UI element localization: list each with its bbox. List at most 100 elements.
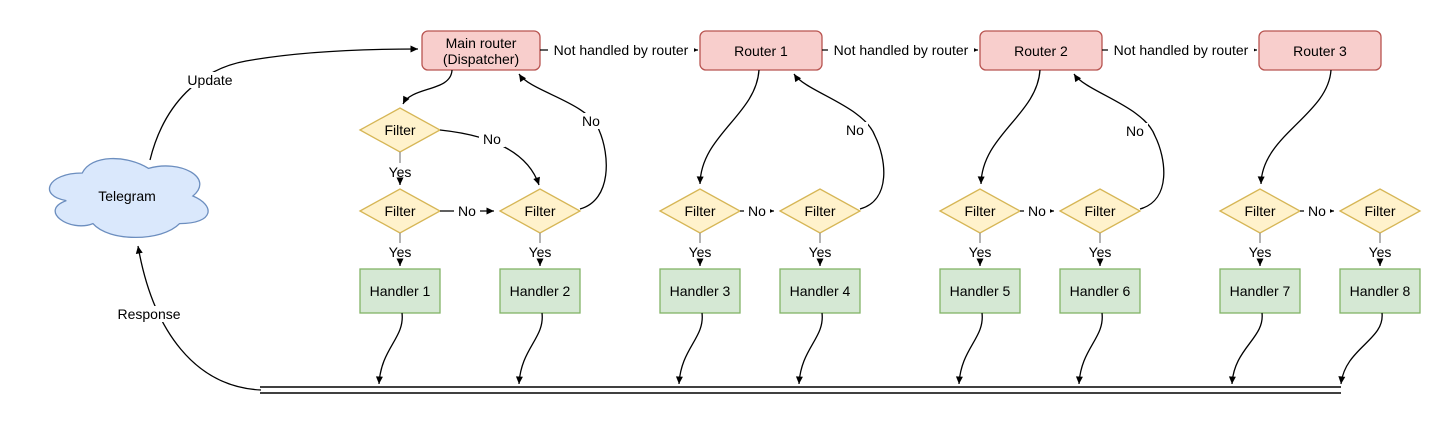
filter-label: Filter bbox=[384, 122, 415, 138]
response-label: Response bbox=[117, 306, 180, 322]
router-node-1: Router 1 bbox=[699, 30, 823, 71]
handler-node-5: Handler 5 bbox=[939, 268, 1021, 314]
no-label: No bbox=[748, 203, 766, 219]
yes-edge-2: Yes bbox=[524, 233, 556, 266]
yes-label-bg bbox=[1084, 244, 1116, 260]
no-return-arrow bbox=[1073, 73, 1165, 210]
not-handled-label-bg-1 bbox=[548, 42, 694, 58]
no-edge-pair-1: No bbox=[440, 203, 494, 219]
dispatcher-node: Main router (Dispatcher) bbox=[421, 30, 541, 71]
filter-shape bbox=[778, 188, 862, 234]
handler-node-7: Handler 7 bbox=[1219, 268, 1301, 314]
yes-label: Yes bbox=[809, 244, 832, 260]
filter-label: Filter bbox=[1084, 203, 1115, 219]
yes-label: Yes bbox=[1249, 244, 1272, 260]
filter-label: Filter bbox=[1244, 203, 1275, 219]
no-edge-pair-3: No bbox=[1020, 203, 1054, 219]
handler-8-to-bus-arrow bbox=[1338, 312, 1383, 385]
filter-node-e: Filter bbox=[778, 188, 862, 234]
handler-node-8: Handler 8 bbox=[1339, 268, 1421, 314]
no-label-bg bbox=[479, 131, 505, 147]
filter-node-g: Filter bbox=[1058, 188, 1142, 234]
handler-1-box bbox=[359, 268, 441, 314]
handler-6-box bbox=[1059, 268, 1141, 314]
router-2-label: Router 2 bbox=[1014, 43, 1068, 59]
filter-node-d: Filter bbox=[658, 188, 742, 234]
yes-edge-1: Yes bbox=[384, 233, 416, 266]
handler-8-label: Handler 8 bbox=[1350, 283, 1411, 299]
no-label-bg bbox=[1024, 203, 1050, 219]
handler-3-to-bus-arrow bbox=[675, 312, 703, 385]
yes-edge-6: Yes bbox=[1084, 233, 1116, 266]
no-edge-a-c: No bbox=[439, 129, 540, 186]
no-return-arrow bbox=[518, 73, 607, 210]
filter-node-b: Filter bbox=[358, 188, 442, 234]
handler-2-label: Handler 2 bbox=[510, 283, 571, 299]
telegram-cloud-node: Telegram bbox=[48, 157, 209, 238]
yes-label: Yes bbox=[389, 164, 412, 180]
response-label-bg bbox=[112, 306, 186, 322]
handler-node-4: Handler 4 bbox=[779, 268, 861, 314]
yes-label-bg bbox=[1364, 244, 1396, 260]
handler-6-to-bus-arrow bbox=[1075, 312, 1103, 385]
router-3-box bbox=[1258, 30, 1382, 71]
router-2-to-filter-arrow bbox=[977, 69, 1041, 185]
response-edge: Response bbox=[112, 245, 262, 391]
filter-shape bbox=[1058, 188, 1142, 234]
no-return-edge-dispatcher: No bbox=[518, 73, 607, 210]
handler-3-label: Handler 3 bbox=[670, 283, 731, 299]
yes-edge-7: Yes bbox=[1244, 233, 1276, 266]
handler-7-label: Handler 7 bbox=[1230, 283, 1291, 299]
yes-edge-4: Yes bbox=[804, 233, 836, 266]
response-arrow bbox=[135, 245, 262, 391]
not-handled-edge-3: Not handled by router bbox=[1102, 42, 1257, 58]
not-handled-label-bg-3 bbox=[1108, 42, 1254, 58]
yes-label: Yes bbox=[1369, 244, 1392, 260]
update-edge: Update bbox=[149, 45, 419, 161]
no-label-bg bbox=[1304, 203, 1330, 219]
router-3-to-filter-arrow bbox=[1257, 69, 1332, 185]
handler-5-label: Handler 5 bbox=[950, 283, 1011, 299]
yes-edge-5: Yes bbox=[964, 233, 996, 266]
handler-8-box bbox=[1339, 268, 1421, 314]
handler-node-6: Handler 6 bbox=[1059, 268, 1141, 314]
router-1-to-filter-arrow bbox=[696, 69, 760, 185]
filter-node-i: Filter bbox=[1338, 188, 1422, 234]
yes-label: Yes bbox=[689, 244, 712, 260]
yes-label-bg bbox=[524, 244, 556, 260]
yes-label: Yes bbox=[969, 244, 992, 260]
not-handled-label-bg-2 bbox=[828, 42, 974, 58]
dispatcher-label-line1: Main router bbox=[446, 35, 517, 51]
no-edge-pair-2: No bbox=[740, 203, 774, 219]
filter-label: Filter bbox=[384, 203, 415, 219]
yes-edge-a-b: Yes bbox=[384, 152, 416, 185]
update-arrow bbox=[149, 45, 419, 161]
not-handled-label-2: Not handled by router bbox=[834, 42, 969, 58]
filter-label: Filter bbox=[524, 203, 555, 219]
filter-shape bbox=[498, 188, 582, 234]
router-3-label: Router 3 bbox=[1293, 43, 1347, 59]
dispatcher-to-filter-arrow bbox=[402, 69, 453, 105]
router-1-label: Router 1 bbox=[734, 43, 788, 59]
no-label-bg bbox=[842, 122, 868, 138]
no-label: No bbox=[1126, 123, 1144, 139]
not-handled-label-1: Not handled by router bbox=[554, 42, 689, 58]
handler-5-box bbox=[939, 268, 1021, 314]
yes-label-bg bbox=[384, 244, 416, 260]
handler-7-to-bus-arrow bbox=[1228, 312, 1263, 385]
cloud-shape bbox=[48, 157, 209, 238]
no-label: No bbox=[483, 131, 501, 147]
yes-label-bg bbox=[964, 244, 996, 260]
yes-label: Yes bbox=[529, 244, 552, 260]
filter-label: Filter bbox=[964, 203, 995, 219]
no-label-bg bbox=[744, 203, 770, 219]
no-return-edge-router-1: No bbox=[793, 73, 885, 210]
handler-4-label: Handler 4 bbox=[790, 283, 851, 299]
no-label: No bbox=[582, 113, 600, 129]
handler-node-3: Handler 3 bbox=[659, 268, 741, 314]
router-node-2: Router 2 bbox=[979, 30, 1103, 71]
update-label: Update bbox=[187, 72, 232, 88]
no-label: No bbox=[1308, 203, 1326, 219]
